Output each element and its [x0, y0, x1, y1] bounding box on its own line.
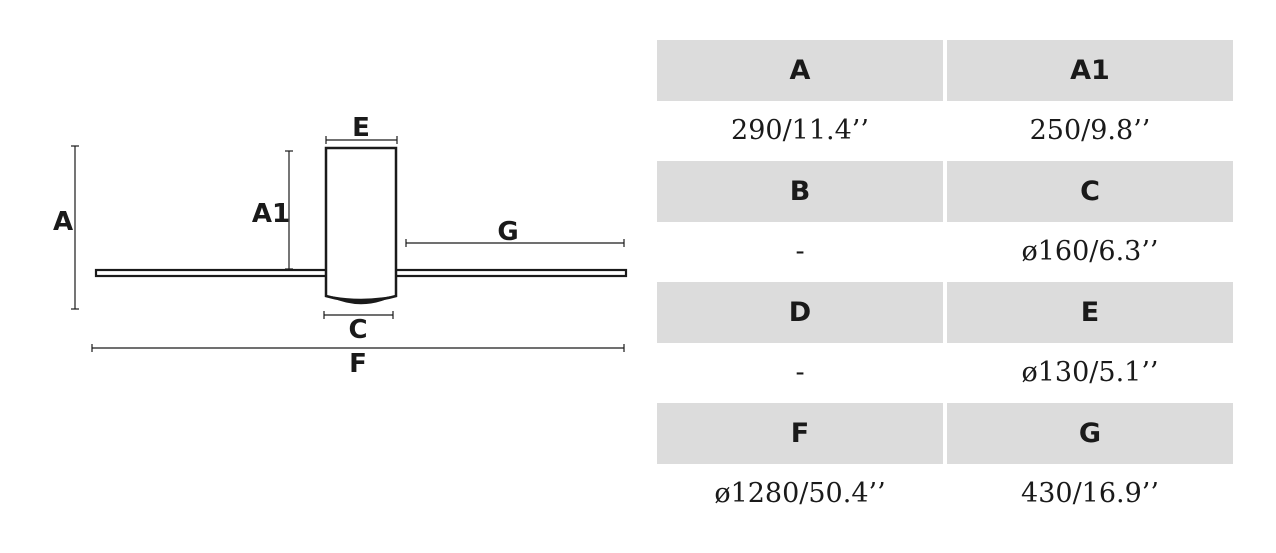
value-cell: ø160/6.3’’ — [947, 221, 1233, 282]
dimension-f-label: F — [349, 349, 367, 379]
value-cell: 250/9.8’’ — [947, 100, 1233, 161]
dimension-g — [405, 239, 625, 247]
table-header-row: D E — [657, 282, 1233, 343]
table-header-row: F G — [657, 403, 1233, 464]
table-value-row: ø1280/50.4’’ 430/16.9’’ — [657, 463, 1233, 524]
table-value-row: - ø130/5.1’’ — [657, 342, 1233, 403]
header-cell: D — [657, 282, 943, 343]
dimension-e — [325, 136, 398, 144]
value-cell: ø1280/50.4’’ — [657, 463, 943, 524]
value-cell: 430/16.9’’ — [947, 463, 1233, 524]
header-cell: A1 — [947, 40, 1233, 101]
value-cell: 290/11.4’’ — [657, 100, 943, 161]
dimension-f — [91, 344, 625, 352]
fan-motor-housing — [324, 146, 398, 305]
dimension-c — [323, 311, 394, 319]
header-cell: G — [947, 403, 1233, 464]
dimension-g-label: G — [497, 217, 518, 247]
dimension-spec-table: A A1 290/11.4’’ 250/9.8’’ B C - ø160/6.3… — [653, 40, 1237, 524]
header-cell: A — [657, 40, 943, 101]
value-cell: - — [657, 221, 943, 282]
header-cell: E — [947, 282, 1233, 343]
fan-dimension-diagram: A A1 E G C F — [53, 113, 628, 379]
table-header-row: A A1 — [657, 40, 1233, 101]
header-cell: C — [947, 161, 1233, 222]
value-cell: - — [657, 342, 943, 403]
dimension-c-label: C — [348, 315, 367, 345]
value-cell: ø130/5.1’’ — [947, 342, 1233, 403]
dimension-a1-label: A1 — [252, 199, 290, 229]
dimension-a — [71, 145, 79, 310]
header-cell: B — [657, 161, 943, 222]
table-value-row: 290/11.4’’ 250/9.8’’ — [657, 100, 1233, 161]
table-header-row: B C — [657, 161, 1233, 222]
header-cell: F — [657, 403, 943, 464]
table-value-row: - ø160/6.3’’ — [657, 221, 1233, 282]
dimension-e-label: E — [352, 113, 370, 143]
dimension-a-label: A — [53, 207, 73, 237]
